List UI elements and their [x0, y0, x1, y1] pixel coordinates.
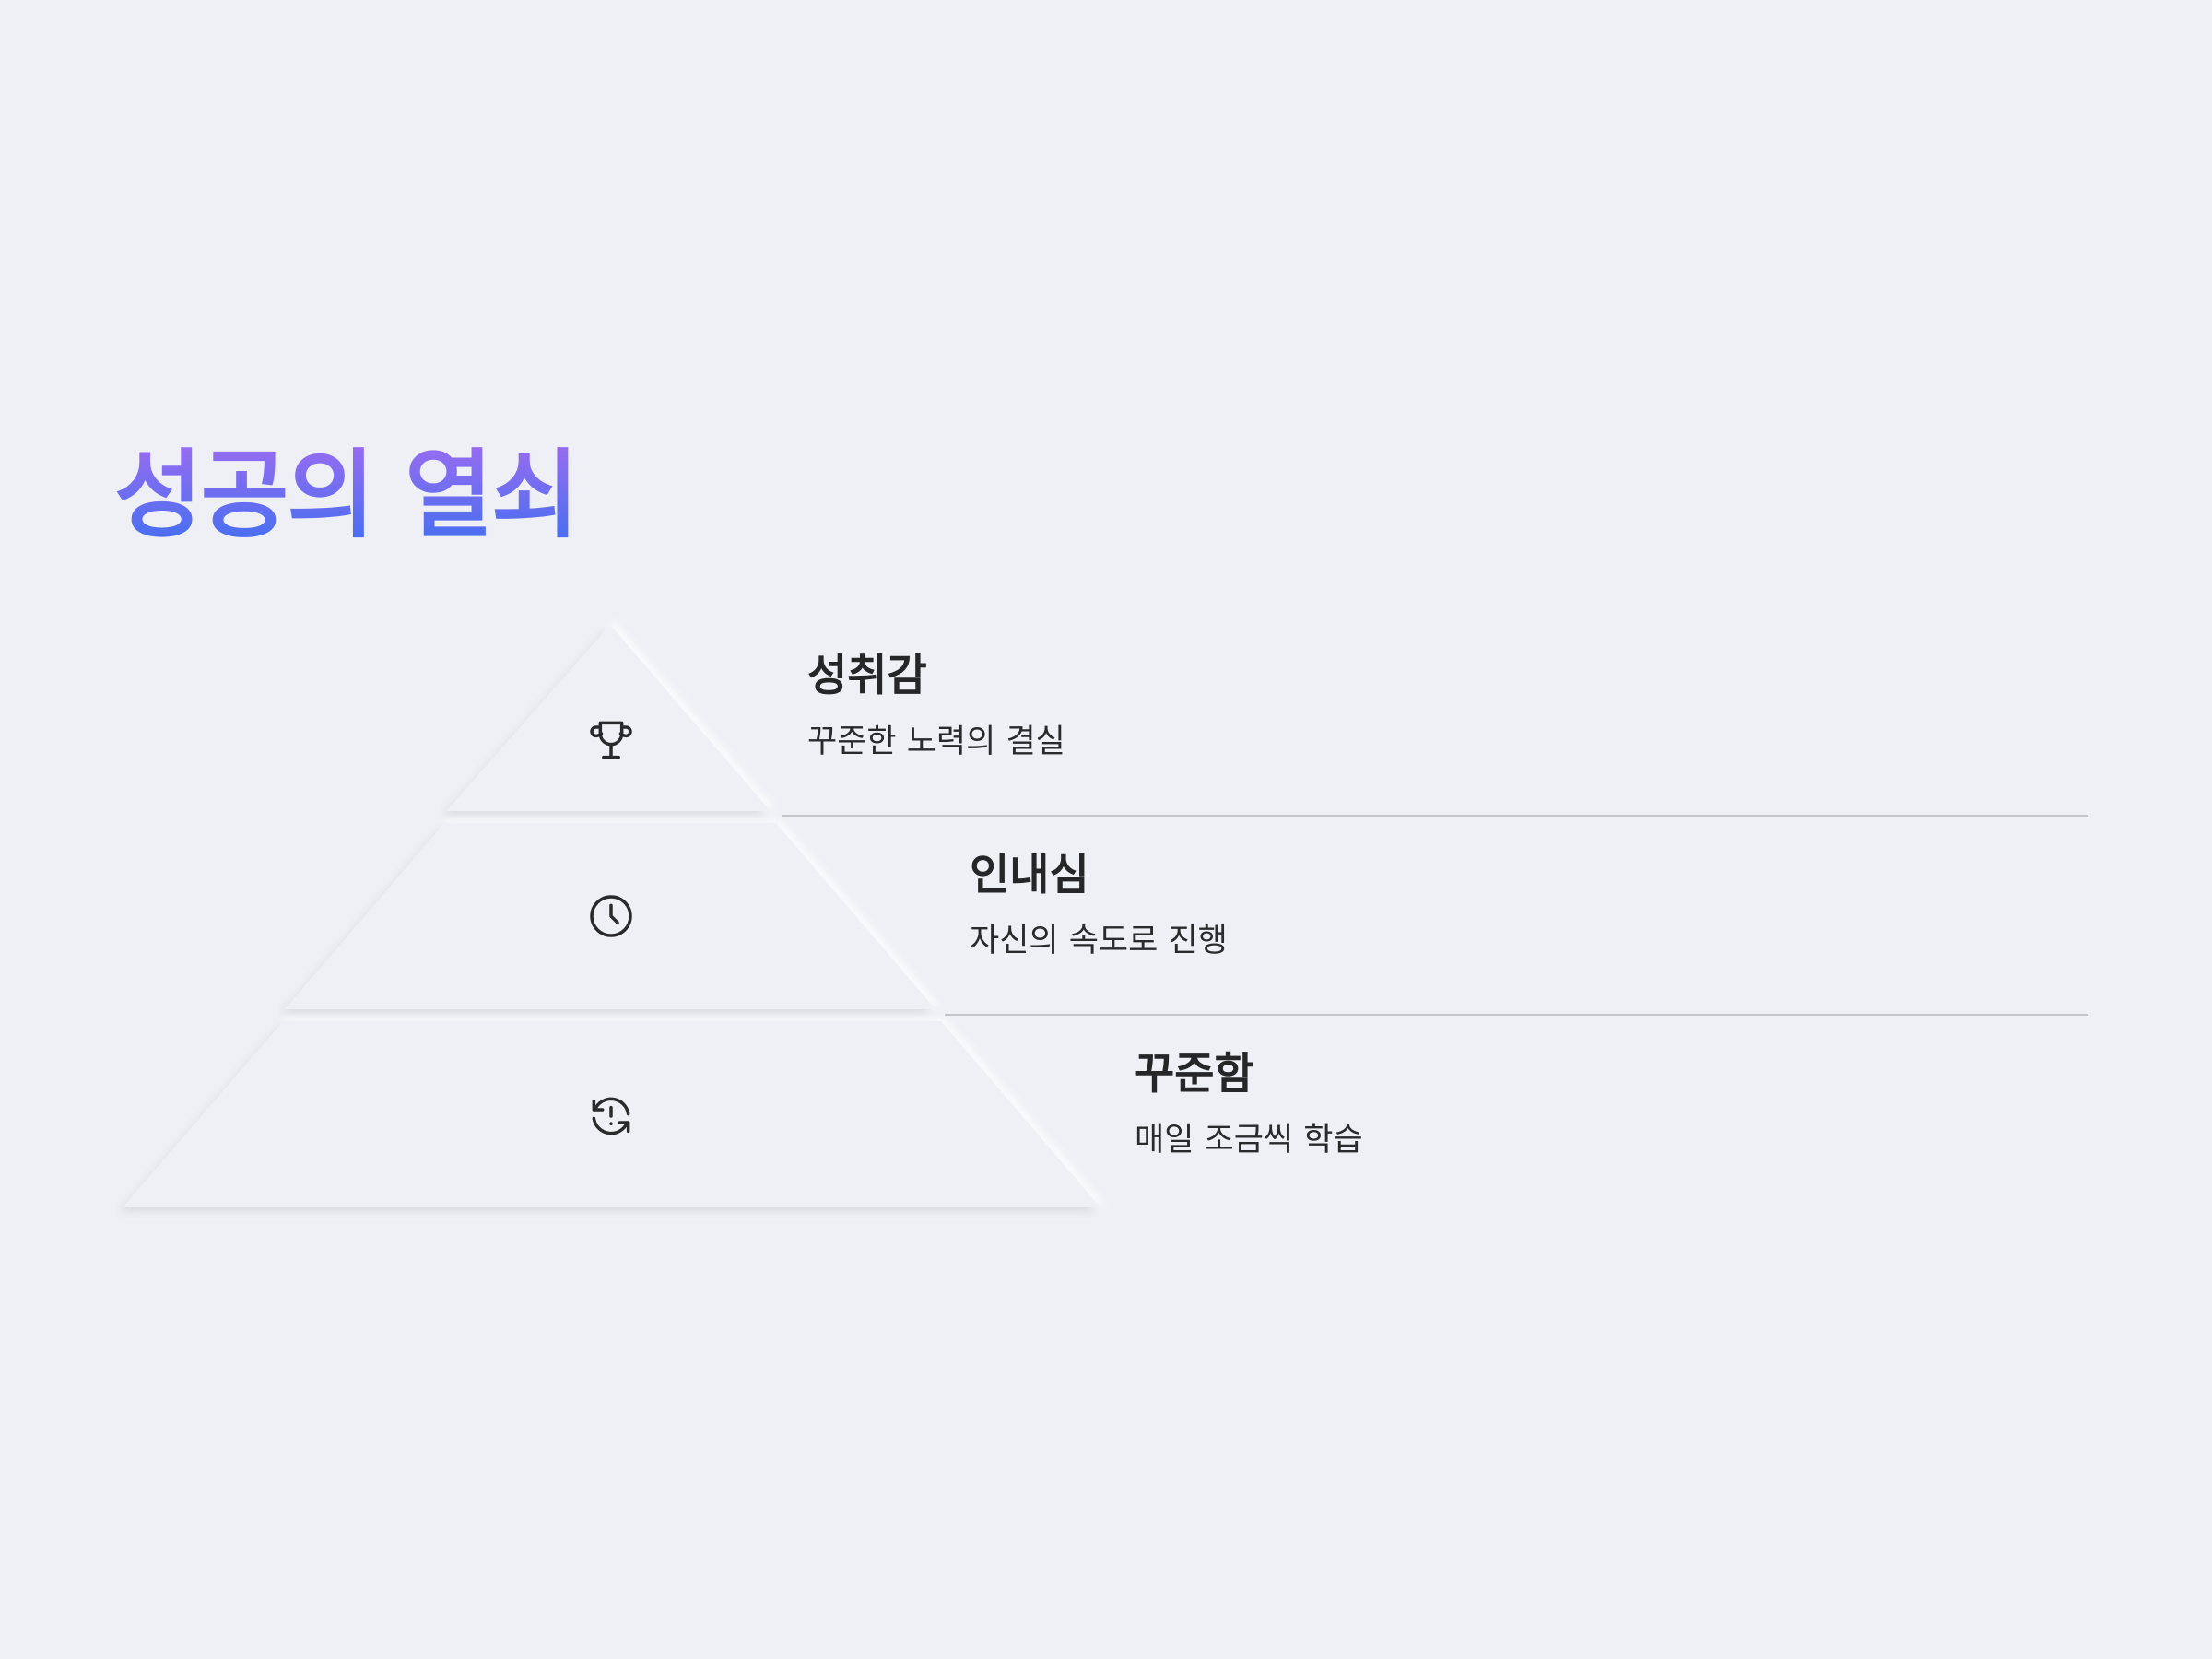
- tier-3-title: 꾸준함: [1135, 1049, 1254, 1100]
- tier-3-description: 매일 조금씩 학습: [1135, 1122, 1363, 1159]
- tier-1-description: 꾸준한 노력의 결실: [807, 724, 1065, 761]
- pyramid-tier-1: [446, 625, 771, 811]
- tier-2-text: 인내심 자신의 속도로 진행: [970, 850, 1228, 960]
- page-title: 성공의 열쇠: [114, 439, 580, 551]
- refresh-alert-icon: [585, 1090, 637, 1142]
- tier-2-title: 인내심: [970, 850, 1089, 900]
- tier-3-text: 꾸준함 매일 조금씩 학습: [1135, 1049, 1363, 1159]
- tier-2-description: 자신의 속도로 진행: [970, 923, 1228, 960]
- tier-1-title: 성취감: [807, 651, 927, 701]
- trophy-icon: [585, 714, 637, 766]
- clock-icon: [585, 890, 637, 942]
- tier-1-text: 성취감 꾸준한 노력의 결실: [807, 651, 1065, 761]
